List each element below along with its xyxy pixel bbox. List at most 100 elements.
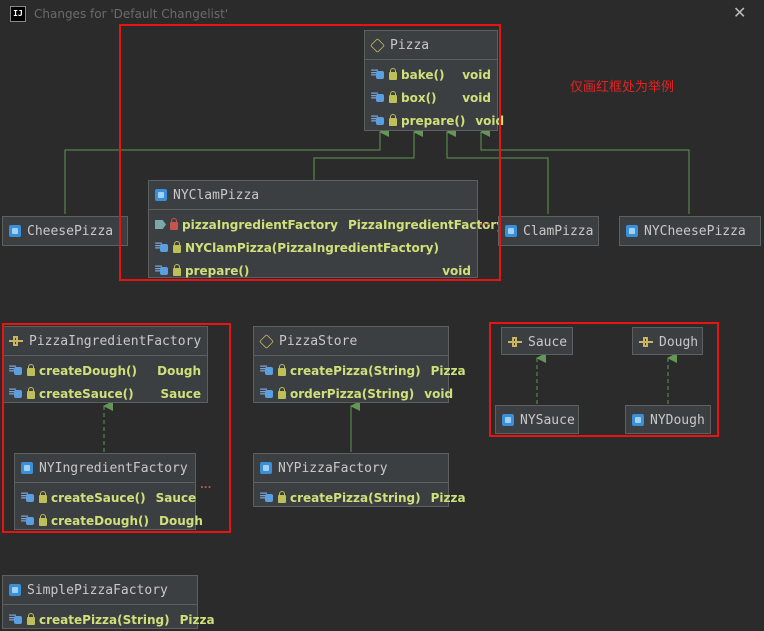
method-row[interactable]: prepare() void <box>365 109 504 132</box>
return-type: Pizza <box>179 612 215 627</box>
node-title: ClamPizza <box>523 223 594 239</box>
class-node-nydough[interactable]: NYDough <box>625 405 711 434</box>
method-row[interactable]: box()void <box>365 86 497 109</box>
class-icon <box>9 584 21 596</box>
class-icon <box>505 225 517 237</box>
lock-icon <box>39 491 47 503</box>
method-icon <box>8 385 23 400</box>
class-node-nycheesepizza[interactable]: NYCheesePizza <box>619 216 761 246</box>
class-node-nysauce[interactable]: NYSauce <box>495 405 579 434</box>
method-row[interactable]: createPizza(String) Pizza <box>254 486 466 509</box>
return-type: void <box>442 263 471 278</box>
edge-nycheesepizza-pizza <box>480 127 690 214</box>
lock-icon <box>389 114 397 126</box>
edge-clampizza-pizza <box>446 127 549 214</box>
class-node-nyingredientfactory[interactable]: NYIngredientFactory createSauce() Sauce c… <box>14 453 203 532</box>
method-name: createDough() <box>39 363 137 378</box>
node-title: PizzaStore <box>279 333 358 349</box>
node-title: Pizza <box>390 37 430 53</box>
return-type: Dough <box>159 513 203 528</box>
method-row[interactable]: createSauce() Sauce <box>15 486 197 509</box>
edge-nyclampizza-pizza <box>313 127 423 180</box>
abstract-class-icon <box>259 333 274 349</box>
method-name: prepare() <box>401 113 466 128</box>
lock-icon <box>389 68 397 80</box>
node-title: NYIngredientFactory <box>39 460 188 476</box>
lock-icon <box>39 514 47 526</box>
method-icon <box>259 362 274 377</box>
node-title: Dough <box>659 334 699 350</box>
lock-icon <box>173 264 181 276</box>
class-node-pizza[interactable]: Pizza bake() void box()void prepare() void <box>364 30 504 132</box>
highlight-box-ingredient-factory <box>2 323 231 533</box>
node-title: CheesePizza <box>27 223 114 239</box>
class-node-nypizzafactory[interactable]: NYPizzaFactory createPizza(String) Pizza <box>253 453 466 509</box>
close-icon[interactable]: ✕ <box>733 3 747 22</box>
class-node-pizzastore[interactable]: PizzaStore createPizza(String)Pizza orde… <box>253 326 466 405</box>
node-title: NYClamPizza <box>173 187 260 203</box>
method-name: bake() <box>401 67 445 82</box>
node-title: NYCheesePizza <box>644 223 746 239</box>
method-name: createPizza(String) <box>290 490 421 505</box>
method-icon <box>8 611 23 626</box>
method-row[interactable]: bake() void <box>365 63 497 86</box>
method-icon <box>154 262 169 277</box>
highlight-box-pizza-hierarchy <box>119 24 501 281</box>
highlight-box-ingredients <box>489 322 719 437</box>
method-name: orderPizza(String) <box>290 386 415 401</box>
field-icon <box>155 220 166 229</box>
lock-icon <box>278 364 286 376</box>
lock-icon <box>278 387 286 399</box>
class-icon <box>632 414 644 426</box>
private-lock-icon <box>170 218 178 230</box>
method-icon <box>370 112 385 127</box>
method-row[interactable]: createPizza(String)Pizza <box>254 359 466 382</box>
return-type: Pizza <box>430 363 466 378</box>
title-bar: IJ Changes for 'Default Changelist' ✕ <box>0 0 764 28</box>
node-title: NYSauce <box>520 412 575 428</box>
node-title: PizzaIngredientFactory <box>29 333 202 349</box>
return-type: Pizza <box>430 490 466 505</box>
class-node-cheesepizza[interactable]: CheesePizza <box>2 216 128 246</box>
return-type: Sauce <box>160 386 201 401</box>
method-icon <box>20 512 35 527</box>
lock-icon <box>27 364 35 376</box>
class-node-pizzaingredientfactory[interactable]: PizzaIngredientFactory createDough() Doug… <box>2 326 208 403</box>
method-name: createSauce() <box>39 386 134 401</box>
method-row[interactable]: createDough() Dough <box>3 359 207 382</box>
lock-icon <box>389 91 397 103</box>
class-node-sauce[interactable]: Sauce <box>501 327 573 355</box>
method-row[interactable]: createSauce() Sauce <box>3 382 207 405</box>
node-title: NYPizzaFactory <box>278 460 388 476</box>
return-type: Dough <box>157 363 201 378</box>
method-name: createSauce() <box>51 490 146 505</box>
lock-icon <box>278 491 286 503</box>
truncation-ellipsis: ... <box>479 217 491 228</box>
return-type: void <box>462 90 491 105</box>
class-node-simplepizzafactory[interactable]: SimplePizzaFactory createPizza(String)Pi… <box>2 575 215 631</box>
return-type: Sauce <box>155 490 197 505</box>
return-type: void <box>462 67 491 82</box>
method-row[interactable]: createDough()Dough <box>15 509 203 532</box>
method-icon <box>20 489 35 504</box>
method-row[interactable]: prepare()void <box>149 259 477 282</box>
class-icon <box>9 225 21 237</box>
method-name: NYClamPizza(PizzaIngredientFactory) <box>185 240 439 255</box>
interface-icon <box>9 336 23 346</box>
edge-cheesepizza-pizza <box>64 127 389 214</box>
method-row[interactable]: createPizza(String)Pizza <box>3 608 215 631</box>
class-node-clampizza[interactable]: ClamPizza <box>498 216 599 246</box>
truncation-ellipsis: ... <box>200 480 212 491</box>
return-type: void <box>475 113 505 128</box>
class-icon <box>21 462 33 474</box>
annotation-note: 仅画红框处为举例 <box>570 80 675 95</box>
app-logo-icon: IJ <box>10 6 26 22</box>
node-title: SimplePizzaFactory <box>27 582 168 598</box>
node-title: Sauce <box>528 334 568 350</box>
class-node-dough[interactable]: Dough <box>632 327 703 355</box>
constructor-row[interactable]: NYClamPizza(PizzaIngredientFactory) <box>149 236 477 259</box>
method-row[interactable]: orderPizza(String)void <box>254 382 453 405</box>
